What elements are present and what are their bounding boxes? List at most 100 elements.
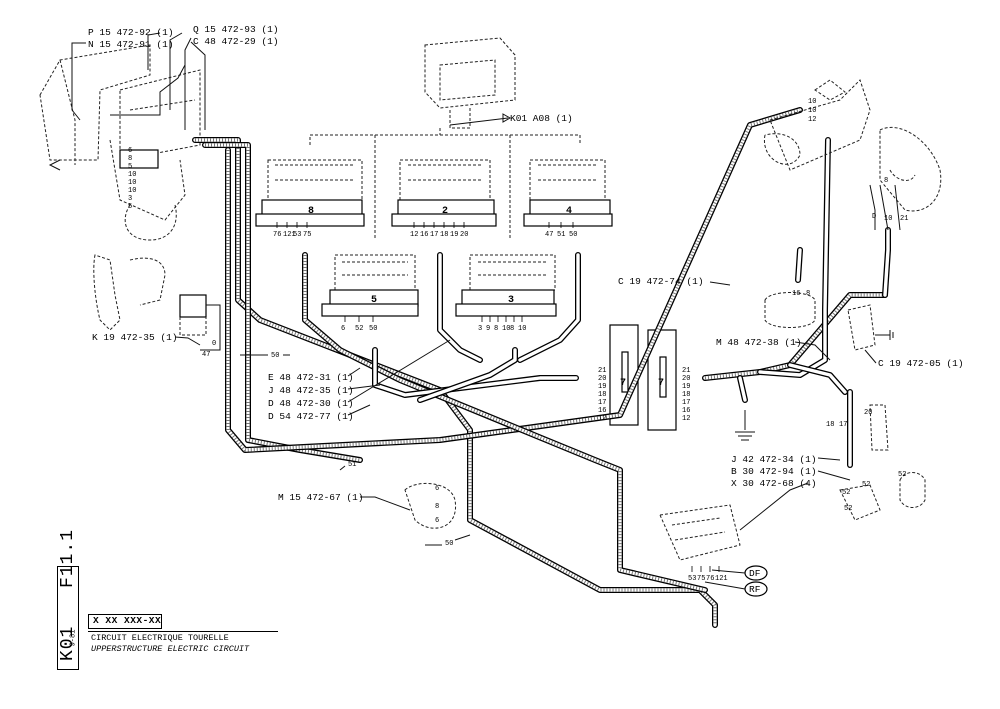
pin-c7l-3: 18 — [598, 391, 606, 399]
pin-c7r-0: 21 — [682, 367, 690, 375]
pin-valve-1: 75 — [697, 575, 705, 583]
callout-k01: K01 A08 (1) — [510, 113, 573, 124]
callout-e: E 48 472-31 (1) — [268, 372, 354, 383]
pin-c2-2: 17 — [430, 231, 438, 239]
connector-3-number: 3 — [508, 295, 514, 306]
pin-m2-0: 6 — [435, 485, 439, 493]
pin-k-0: 47 — [202, 351, 210, 359]
pin-c7l-1: 20 — [598, 375, 606, 383]
pin-m2-2: 6 — [435, 517, 439, 525]
callout-d1: D 48 472-30 (1) — [268, 398, 354, 409]
pin-top-right-0: 10 — [808, 98, 816, 106]
pin-c4-1: 51 — [557, 231, 565, 239]
df-label: DF — [749, 568, 761, 579]
pin-motor-2: 21 — [900, 215, 908, 223]
pin-c2-1: 16 — [420, 231, 428, 239]
pin-c5-1: 52 — [355, 325, 363, 333]
serial-number: X XX XXX-XX — [93, 615, 162, 626]
title-strip: CIRCUIT ELECTRIQUE TOURELLE UPPERSTRUCTU… — [88, 631, 278, 658]
pin-c7l-0: 21 — [598, 367, 606, 375]
pin-br-0: 18 — [826, 421, 834, 429]
pin-valve-0: 53 — [688, 575, 696, 583]
serial-box: X XX XXX-XX — [88, 614, 162, 629]
pin-top-left-3: 10 — [128, 171, 136, 179]
pin-c2-3: 18 — [440, 231, 448, 239]
pin-br-2: 20 — [864, 409, 872, 417]
pin-top-left-5: 10 — [128, 187, 136, 195]
callout-c3: C 19 472-05 (1) — [878, 358, 964, 369]
pin-c7l-6: 12 — [598, 415, 606, 423]
sheet-code-box: K01 F11.1 — [57, 529, 79, 670]
pin-top-left-6: 3 — [128, 195, 132, 203]
top-left-assembly — [39, 44, 201, 241]
pin-c2-4: 19 — [450, 231, 458, 239]
connector-7b-number: 7 — [658, 378, 664, 389]
pin-c7r-6: 12 — [682, 415, 690, 423]
pin-c7r-2: 19 — [682, 383, 690, 391]
pin-motor-3: D — [872, 213, 876, 221]
callout-c2: C 19 472-74 (1) — [618, 276, 704, 287]
pin-br-5: 52 — [898, 471, 906, 479]
pin-switch-0: 16 — [792, 290, 800, 298]
connector-4-number: 4 — [566, 206, 572, 217]
connector-5 — [321, 254, 419, 317]
pin-c2-0: 12 — [410, 231, 418, 239]
callouts: P 15 472-92 (1) N 15 472-91 (1) Q 15 472… — [71, 24, 964, 597]
display-unit — [309, 37, 581, 240]
callout-m1: M 48 472-38 (1) — [716, 337, 802, 348]
rf-label: RF — [749, 584, 761, 595]
callout-j1: J 48 472-35 (1) — [268, 385, 354, 396]
pin-top-right-2: 12 — [808, 116, 816, 124]
k-pedal-component — [93, 254, 221, 351]
title-french: CIRCUIT ELECTRIQUE TOURELLE — [91, 633, 229, 643]
pin-top-left-0: 6 — [128, 147, 132, 155]
connector-5-number: 5 — [371, 295, 377, 306]
pin-c3-0: 3 — [478, 325, 482, 333]
callout-n: N 15 472-91 (1) — [88, 39, 174, 50]
pin-c3-1: 9 — [486, 325, 490, 333]
pin-motor-0: 8 — [884, 177, 888, 185]
connector-4 — [523, 159, 613, 227]
pin-c7r-5: 16 — [682, 407, 690, 415]
pin-motor-1: 10 — [884, 215, 892, 223]
pin-switch-1: 8 — [806, 290, 810, 298]
pin-top-left-7: 5 — [128, 203, 132, 211]
pin-br-6: 52 — [844, 505, 852, 513]
callout-m2: M 15 472-67 (1) — [278, 492, 364, 503]
pin-top-right-1: 10 — [808, 107, 816, 115]
pin-c5-2: 50 — [369, 325, 377, 333]
main-harness — [192, 107, 891, 628]
sheet-code-sub: F11.1 — [58, 528, 78, 588]
pin-c7r-4: 17 — [682, 399, 690, 407]
pin-br-4: 52 — [842, 489, 850, 497]
pin-m2-1: 8 — [435, 503, 439, 511]
pin-c7l-2: 19 — [598, 383, 606, 391]
pin-top-left-1: 8 — [128, 155, 132, 163]
connector-8 — [255, 159, 365, 227]
pin-c7l-5: 16 — [598, 407, 606, 415]
right-components — [404, 79, 942, 561]
pin-br-1: 17 — [839, 421, 847, 429]
pin-k-1: 0 — [212, 340, 216, 348]
wire-51: 51 — [348, 461, 356, 469]
pin-c7l-4: 17 — [598, 399, 606, 407]
callout-d2: D 54 472-77 (1) — [268, 411, 354, 422]
wire-50-bottom: 50 — [445, 540, 453, 548]
connector-2-number: 2 — [442, 206, 448, 217]
pin-c8-0: 76 — [273, 231, 281, 239]
pin-c7r-1: 20 — [682, 375, 690, 383]
pin-c5-0: 6 — [341, 325, 345, 333]
callout-j2: J 42 472-34 (1) — [731, 454, 817, 465]
pin-c3-2: 8 — [494, 325, 498, 333]
pin-c2-5: 20 — [460, 231, 468, 239]
sheet-date: 9-81 — [69, 629, 78, 647]
callout-k: K 19 472-35 (1) — [92, 332, 178, 343]
pin-c3-4: 8 — [510, 325, 514, 333]
callout-x: X 30 472-68 (4) — [731, 478, 817, 489]
sheet-date-box: 9-81 — [55, 620, 83, 660]
pin-c3-3: 10 — [502, 325, 510, 333]
connector-8-number: 8 — [308, 206, 314, 217]
